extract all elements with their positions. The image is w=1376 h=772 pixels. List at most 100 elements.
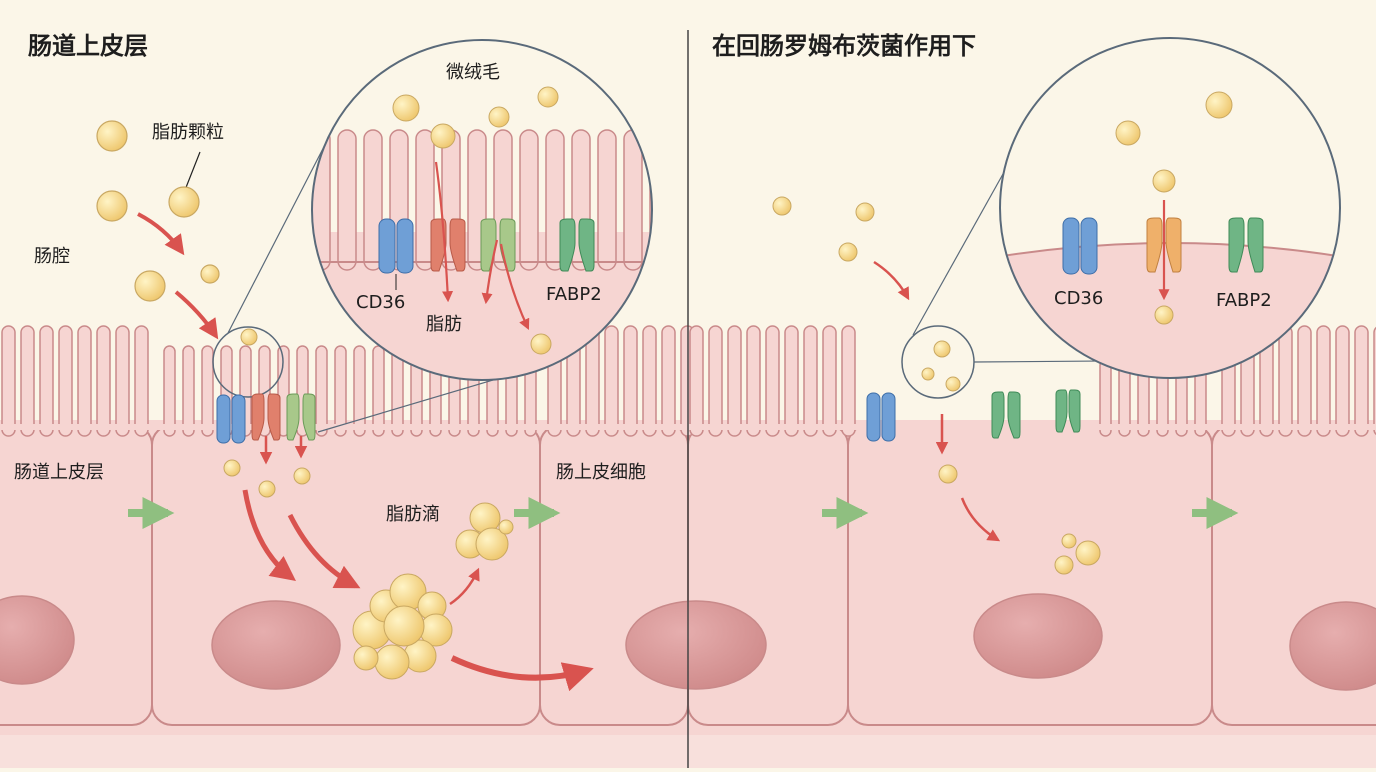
cell-nucleus [0,595,75,685]
transport-arrow [287,513,361,589]
zoom-fat-transporter [1146,217,1182,273]
microvillus [353,345,366,437]
fat-particle [96,190,128,222]
zoom-uptake-arrow [499,243,530,330]
fat-particle [488,106,510,128]
fat-particle [168,186,200,218]
fat-particle [1054,555,1074,575]
microvillus [134,325,149,437]
droplet-arrow [449,567,480,606]
magnifier-source-circle [212,326,284,398]
microvillus [1316,325,1331,437]
microvillus [1278,325,1293,437]
fat-particle [1152,169,1176,193]
left-panel: 肠道上皮层 肠腔 脂肪颗粒 [14,32,653,692]
zoom-fabp2-label: FABP2 [1216,290,1272,311]
epithelial-cell [151,424,541,726]
zoom-microvillus [519,129,539,271]
zoom-uptake-arrow [434,161,454,303]
membrane-transporters [216,393,316,444]
microvillus [803,325,818,437]
lipid-droplet-cluster [352,573,453,680]
cd36-transporter [216,394,246,444]
fat-particle [223,459,241,477]
fat-particle [530,333,552,355]
microvillus [334,345,347,437]
microvillus [784,325,799,437]
fat-particle [430,123,456,149]
fabp2-transporter [1055,389,1081,433]
fat-particle [1061,533,1077,549]
zoom-fabp2-label: FABP2 [546,284,602,305]
microvillus [315,345,328,437]
absorption-arrow [174,290,219,340]
microvillus [661,325,676,437]
zoom-microvillus [597,129,617,271]
zoom-cd36 [1062,217,1098,275]
microvillus [765,325,780,437]
fat-particles-label: 脂肪颗粒 [152,122,224,143]
fat-particle [838,242,858,262]
zoom-fat-transporter [430,218,466,272]
microvillus [708,325,723,437]
zoom-microvillus [415,129,435,271]
fat-particle [772,196,792,216]
fat-particle [240,328,258,346]
export-arrow [450,655,594,692]
zoom-cd36-label: CD36 [1054,288,1103,309]
fat-particle [1075,540,1101,566]
fat-particle [293,467,311,485]
zoom-microvilli-label: 微绒毛 [446,62,500,83]
cd36-transporter [866,392,896,442]
microvillus [1354,325,1369,437]
fat-particle [1205,91,1233,119]
absorption-arrow [137,212,185,256]
microvillus [277,345,290,437]
fat-particle [258,480,276,498]
cell-nucleus [973,593,1103,679]
cell-nucleus [625,600,767,690]
transport-arrow [960,497,1001,542]
fat-particle [200,264,220,284]
microvillus [727,325,742,437]
microvillus [689,325,704,437]
fat-particles-pointer [184,151,201,191]
fat-particle [392,94,420,122]
zoom-fat-label: 脂肪 [426,314,462,335]
magnifier-source-circle [901,325,975,399]
zoom-cd36 [378,218,414,274]
fat-particle [96,120,128,152]
fat-particle [921,367,935,381]
zoom-microvillus [337,129,357,271]
microvillus [96,325,111,437]
lipid-droplet-label: 脂肪滴 [386,504,440,525]
zoom-microvillus [649,129,652,271]
microvillus [1,325,16,437]
cell-nucleus [1289,601,1376,691]
microvillus [822,325,837,437]
fat-transporter [251,393,281,441]
zoom-uptake-arrow [481,239,499,305]
fat-particle [938,464,958,484]
fat-particle [933,340,951,358]
microvillus [623,325,638,437]
microvillus [58,325,73,437]
microvillus [20,325,35,437]
microvillus [163,345,176,437]
epithelium-label: 肠道上皮层 [14,462,104,483]
fat-particle [945,376,961,392]
microvillus [39,325,54,437]
lumen-label: 肠腔 [34,246,70,267]
lipid-droplet [455,502,514,561]
magnifier-line [227,134,331,334]
fabp2-transporter [286,393,316,441]
zoom-fabp2 [559,218,595,272]
microvillus [841,325,856,437]
microvillus [1297,325,1312,437]
microvillus [372,345,385,437]
zoom-microvillus [363,129,383,271]
magnifier-line [317,371,521,433]
microvillus [201,345,214,437]
